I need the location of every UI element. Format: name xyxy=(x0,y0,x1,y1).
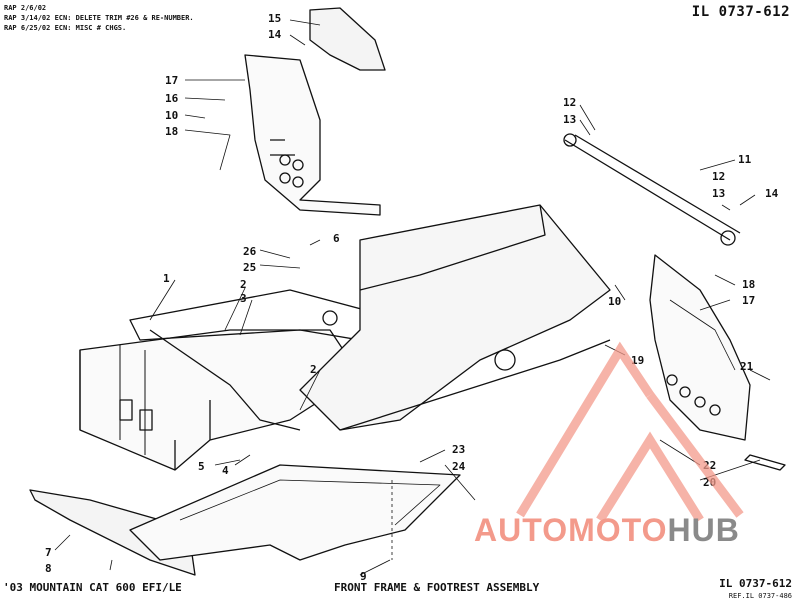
model-label: '03 MOUNTAIN CAT 600 EFI/LE xyxy=(3,581,182,594)
callout-7: 7 xyxy=(45,546,52,559)
callout-13-right: 13 xyxy=(712,187,725,200)
callout-14-right: 14 xyxy=(765,187,779,200)
callout-13: 13 xyxy=(563,113,576,126)
watermark-logo: AUTOMOTOHUB xyxy=(474,512,740,549)
callout-2-lower: 2 xyxy=(310,363,317,376)
callout-10-right: 10 xyxy=(608,295,621,308)
callout-26: 26 xyxy=(243,245,257,258)
callout-18-right: 18 xyxy=(742,278,755,291)
callout-14: 14 xyxy=(268,28,282,41)
revision-note: RAP 6/25/02 ECN: MISC # CHGS. xyxy=(4,24,127,32)
revision-note: RAP 3/14/02 ECN: DELETE TRIM #26 & RE-NU… xyxy=(4,14,194,22)
callout-2: 2 xyxy=(240,278,247,291)
callout-17-right: 17 xyxy=(742,294,755,307)
revision-notes: RAP 2/6/02 RAP 3/14/02 ECN: DELETE TRIM … xyxy=(4,3,194,33)
assembly-title: FRONT FRAME & FOOTREST ASSEMBLY xyxy=(334,581,540,594)
callout-23: 23 xyxy=(452,443,465,456)
callout-11: 11 xyxy=(738,153,752,166)
watermark-text-main: AUTOMOTO xyxy=(474,512,668,548)
drawing-id-top: IL 0737-612 xyxy=(691,4,790,20)
callout-24: 24 xyxy=(452,460,466,473)
callout-16: 16 xyxy=(165,92,179,105)
callout-10: 10 xyxy=(165,109,178,122)
callout-17: 17 xyxy=(165,74,178,87)
callout-1: 1 xyxy=(163,272,170,285)
callout-15: 15 xyxy=(268,12,281,25)
callout-8: 8 xyxy=(45,562,52,575)
callout-12-right: 12 xyxy=(712,170,725,183)
callout-25: 25 xyxy=(243,261,256,274)
drawing-id-bottom: IL 0737-612 xyxy=(719,577,792,590)
callout-9: 9 xyxy=(360,570,367,583)
callout-18: 18 xyxy=(165,125,178,138)
callout-12: 12 xyxy=(563,96,576,109)
watermark-triangle-icon xyxy=(516,341,744,523)
callout-21: 21 xyxy=(740,360,754,373)
reference-id: REF.IL 0737-486 xyxy=(728,592,792,600)
callout-3: 3 xyxy=(240,292,247,305)
revision-note: RAP 2/6/02 xyxy=(4,4,47,12)
watermark-text-hub: HUB xyxy=(667,512,740,548)
callout-6: 6 xyxy=(333,232,340,245)
callout-4: 4 xyxy=(222,464,229,477)
callout-5: 5 xyxy=(198,460,205,473)
